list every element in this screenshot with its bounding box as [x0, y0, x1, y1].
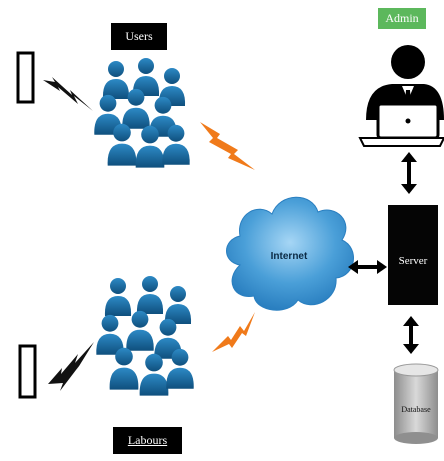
lightning-icon-users-internet	[200, 122, 255, 170]
people-group-icon-labours	[96, 276, 194, 396]
internet-label: Internet	[271, 251, 308, 262]
labours-label-text: Labours	[127, 433, 168, 447]
double-arrow-icon-internet-server	[348, 260, 387, 274]
users-label-text: Users	[125, 29, 153, 43]
labours-label: Labours	[113, 427, 182, 454]
lightning-icon-labours-internet	[212, 312, 255, 352]
cloud-icon-internet	[226, 196, 354, 311]
database-icon	[393, 363, 439, 444]
lightning-icon-top-left	[43, 77, 93, 111]
admin-label-text: Admin	[385, 11, 419, 25]
laptop-icon	[358, 102, 444, 147]
phone-icon-bottom	[18, 344, 37, 399]
server-icon	[388, 205, 438, 305]
people-group-icon-users	[94, 58, 190, 168]
phone-icon-top	[16, 51, 35, 104]
server-label: Server	[399, 255, 428, 267]
lightning-icon-bottom-left	[48, 342, 94, 391]
users-label: Users	[111, 23, 167, 50]
double-arrow-icon-server-database	[403, 316, 419, 354]
double-arrow-icon-admin-server	[401, 152, 417, 194]
database-label: Database	[401, 405, 431, 414]
admin-label: Admin	[378, 8, 426, 29]
